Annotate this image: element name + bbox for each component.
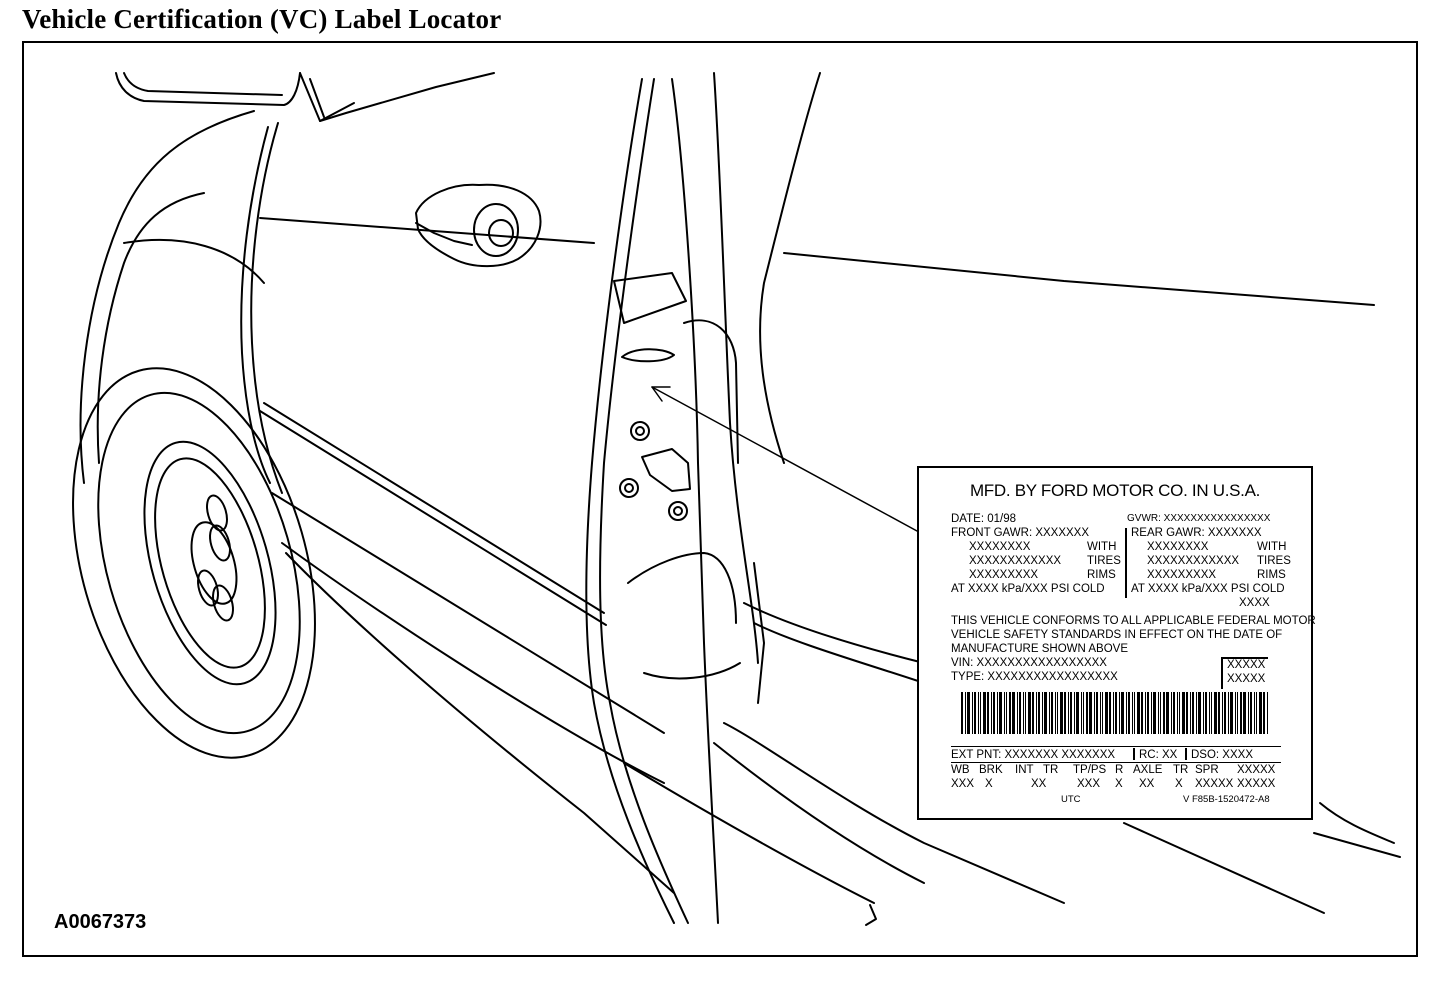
- label-part-number: V F85B-1520472-A8: [1183, 794, 1270, 805]
- code-value-brk: X: [985, 778, 993, 790]
- label-rc: RC: XX: [1139, 749, 1178, 761]
- box-code-2: XXXXX: [1227, 673, 1266, 685]
- code-header-wb: WB: [951, 764, 970, 776]
- codes-rule: [951, 746, 1281, 747]
- rc-divider: [1185, 748, 1187, 760]
- code-header-brk: BRK: [979, 764, 1003, 776]
- front-tires: TIRES: [1087, 555, 1121, 567]
- code-header-tr: TR: [1043, 764, 1059, 776]
- code-value-r: X: [1115, 778, 1123, 790]
- label-header: MFD. BY FORD MOTOR CO. IN U.S.A.: [969, 481, 1261, 500]
- code-header-int: INT: [1015, 764, 1034, 776]
- front-line-3: XXXXXXXXX: [969, 569, 1039, 581]
- code-value-tr: X: [1175, 778, 1183, 790]
- conform-line-2: VEHICLE SAFETY STANDARDS IN EFFECT ON TH…: [951, 629, 1283, 641]
- front-line-1: XXXXXXXX: [969, 541, 1031, 553]
- code-value-int: XX: [1031, 778, 1047, 790]
- ext-divider: [1133, 748, 1135, 760]
- code-header-axle: AXLE: [1133, 764, 1163, 776]
- codes-rule-2: [951, 762, 1281, 763]
- rear-line-3: XXXXXXXXX: [1147, 569, 1217, 581]
- barcode: [961, 692, 1279, 734]
- rear-pressure: AT XXXX kPa/XXX PSI COLD: [1131, 583, 1285, 595]
- diagram-frame: A0067373 MFD. BY FORD MOTOR CO. IN U.S.A…: [22, 41, 1418, 957]
- code-header-tpps: TP/PS: [1073, 764, 1107, 776]
- vehicle-door-illustration: [72, 72, 1401, 926]
- rear-rims: RIMS: [1257, 569, 1286, 581]
- code-value-spr: XXXXX: [1195, 778, 1234, 790]
- front-with: WITH: [1087, 541, 1117, 553]
- rear-line-2: XXXXXXXXXXXX: [1147, 555, 1240, 567]
- code-header-xxxxx: XXXXX: [1237, 764, 1276, 776]
- label-ext-pnt: EXT PNT: XXXXXXX XXXXXXX: [951, 749, 1116, 761]
- code-value-axle: XX: [1139, 778, 1155, 790]
- front-line-2: XXXXXXXXXXXX: [969, 555, 1062, 567]
- figure-id: A0067373: [54, 911, 147, 933]
- code-header-tr2: TR: [1173, 764, 1189, 776]
- label-utc: UTC: [1061, 794, 1081, 805]
- label-dso: DSO: XXXX: [1191, 749, 1253, 761]
- label-front-gawr: FRONT GAWR: XXXXXXX: [951, 527, 1090, 539]
- label-gvwr: GVWR: XXXXXXXXXXXXXXXX: [1127, 513, 1271, 524]
- box-code-1: XXXXX: [1227, 659, 1266, 671]
- rear-line-1: XXXXXXXX: [1147, 541, 1209, 553]
- page-title: Vehicle Certification (VC) Label Locator: [22, 4, 502, 34]
- label-vin: VIN: XXXXXXXXXXXXXXXXX: [951, 657, 1107, 669]
- code-value-tpps: XXX: [1077, 778, 1101, 790]
- code-value-last: XXXXX: [1237, 778, 1276, 790]
- label-rear-gawr: REAR GAWR: XXXXXXX: [1131, 527, 1262, 539]
- vc-label: MFD. BY FORD MOTOR CO. IN U.S.A. DATE: 0…: [917, 466, 1316, 820]
- code-value-wb: XXX: [951, 778, 975, 790]
- gawr-divider: [1125, 528, 1127, 598]
- conform-line-3: MANUFACTURE SHOWN ABOVE: [951, 643, 1128, 655]
- rear-with: WITH: [1257, 541, 1287, 553]
- rear-tires: TIRES: [1257, 555, 1291, 567]
- front-rims: RIMS: [1087, 569, 1116, 581]
- front-pressure: AT XXXX kPa/XXX PSI COLD: [951, 583, 1105, 595]
- rear-extra: XXXX: [1239, 597, 1270, 609]
- conform-line-1: THIS VEHICLE CONFORMS TO ALL APPLICABLE …: [951, 615, 1316, 627]
- code-header-r: R: [1115, 764, 1124, 776]
- label-type: TYPE: XXXXXXXXXXXXXXXXX: [951, 671, 1118, 683]
- label-date: DATE: 01/98: [951, 513, 1016, 525]
- label-code-box: [1221, 657, 1268, 689]
- code-header-spr: SPR: [1195, 764, 1219, 776]
